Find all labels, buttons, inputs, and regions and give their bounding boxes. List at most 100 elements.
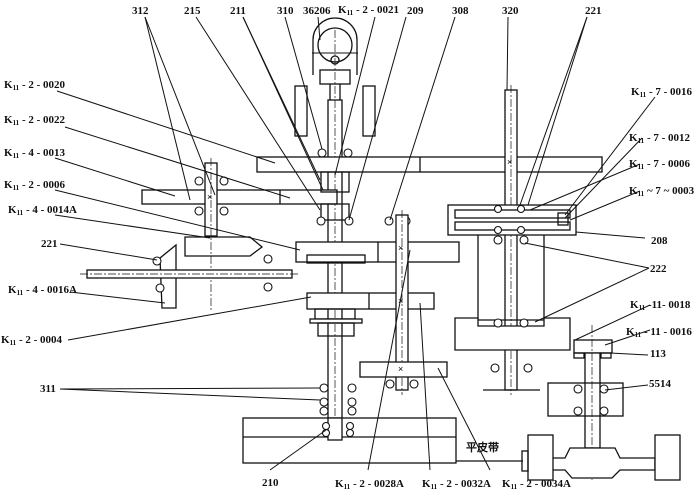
label-prefix: K [626,326,635,338]
label-prefix: K [4,147,13,159]
svg-text:×: × [398,364,403,374]
label-k-4-0013: K11 - 4 - 0013 [4,148,65,160]
label-suffix: - 2 - 0034A [517,478,571,490]
label-prefix: K [4,114,13,126]
label-k-2-0032A: K11 - 2 - 0032A [422,479,491,491]
label-k-7-0006: K11 - 7 - 0006 [629,159,690,171]
label-k-11-0016: K11 - 11 - 0016 [626,327,692,339]
label-sub: 11 [12,184,20,192]
lower-right-wheel-assembly [456,325,681,481]
label-k-2-0004: K11 - 2 - 0004 [1,335,62,347]
label-k-7-0012: K11 - 7 - 0012 [629,133,690,145]
label-prefix: K [4,179,13,191]
label-prefix: K [1,334,10,346]
label-221-left: 221 [41,238,58,250]
label-k-4-0016A: K11 - 4 - 0016A [8,285,77,297]
label-sub: 11 [637,137,645,145]
label-k-2-0021: K11 - 2 - 0021 [338,5,399,17]
label-sub: 11 [638,304,646,312]
label-sub: 11 [637,163,645,171]
k-2-0004-gear [306,292,435,310]
left-guide-block [294,85,308,137]
label-prefix: K [4,79,13,91]
svg-text:×: × [507,157,512,167]
bevel-gear-assembly: × [80,158,300,310]
label-suffix: - 2 - 0006 [19,179,66,191]
label-prefix: K [338,4,347,16]
label-prefix: K [629,185,638,197]
label-prefix: K [629,158,638,170]
right-guide-block [362,85,376,137]
label-k-4-0014A: K11 - 4 - 0014A [8,205,77,217]
label-suffix: - 4 - 0016A [23,284,77,296]
label-suffix: - 2 - 0022 [19,114,66,126]
label-suffix: - 2 - 0032A [437,478,491,490]
k-11-0016-block [573,339,613,354]
label-sub: 11 [510,483,518,491]
central-shaft-assembly [141,17,603,464]
label-5514: 5514 [649,378,671,390]
label-flat-belt: 平皮带 [466,442,499,454]
secondary-shaft: × × × [359,210,448,395]
svg-text:×: × [398,243,403,253]
label-suffix: - 11 - 0016 [641,326,692,338]
bevel-gear-top [184,236,264,257]
label-222: 222 [650,263,667,275]
label-sub: 11 [343,483,351,491]
label-sub: 11 [12,84,20,92]
wheel-hub [544,447,656,479]
svg-text:×: × [207,192,212,202]
label-k-7-0003: K11 ~ 7 ~ 0003 [629,186,694,198]
label-sub: 11 [634,331,642,339]
label-215: 215 [184,5,201,17]
label-suffix: -11- 0018 [645,299,691,311]
label-suffix: ~ 7 ~ 0003 [644,185,695,197]
label-k-2-0034A: K11 - 2 - 0034A [502,479,571,491]
right-wheel [654,434,681,481]
label-sub: 11 [639,91,647,99]
label-prefix: K [335,478,344,490]
label-prefix: K [8,204,17,216]
label-211: 211 [230,5,246,17]
label-sub: 11 [12,119,20,127]
label-36206: 36206 [303,5,331,17]
label-prefix: K [422,478,431,490]
label-k-2-0020: K11 - 2 - 0020 [4,80,65,92]
label-sub: 11 [12,152,20,160]
label-suffix: - 4 - 0014A [23,204,77,216]
label-k-2-0006: K11 - 2 - 0006 [4,180,65,192]
label-sub: 11 [16,289,24,297]
label-suffix: - 7 - 0012 [644,132,691,144]
k-7-0016-block [557,212,569,226]
label-prefix: K [629,132,638,144]
5514-housing [547,382,624,417]
label-320: 320 [502,5,519,17]
label-suffix: - 2 - 0021 [353,4,400,16]
label-prefix: K [630,299,639,311]
label-suffix: - 7 - 0006 [644,158,691,170]
k-2-0034A-pulley [359,361,448,378]
label-prefix: K [8,284,17,296]
label-210: 210 [262,477,279,489]
label-308: 308 [452,5,469,17]
right-column [477,235,545,321]
label-suffix: - 7 - 0016 [646,86,693,98]
label-k-2-0022: K11 - 2 - 0022 [4,115,65,127]
right-shaft-assembly: × [447,85,577,395]
label-sub: 11 [346,9,354,17]
label-k-11-0018: K11 -11- 0018 [630,300,690,312]
label-sub: 11 [430,483,438,491]
label-k-7-0016: K11 - 7 - 0016 [631,87,692,99]
label-310: 310 [277,5,294,17]
label-113: 113 [650,348,666,360]
label-312: 312 [132,5,149,17]
top-pulley-housing [312,17,358,75]
label-sub: 11 [637,190,645,198]
label-suffix: - 2 - 0020 [19,79,66,91]
label-k-2-0028A: K11 - 2 - 0028A [335,479,404,491]
label-prefix: K [502,478,511,490]
label-suffix: - 2 - 0028A [350,478,404,490]
label-sub: 11 [9,339,17,347]
label-208: 208 [651,235,668,247]
